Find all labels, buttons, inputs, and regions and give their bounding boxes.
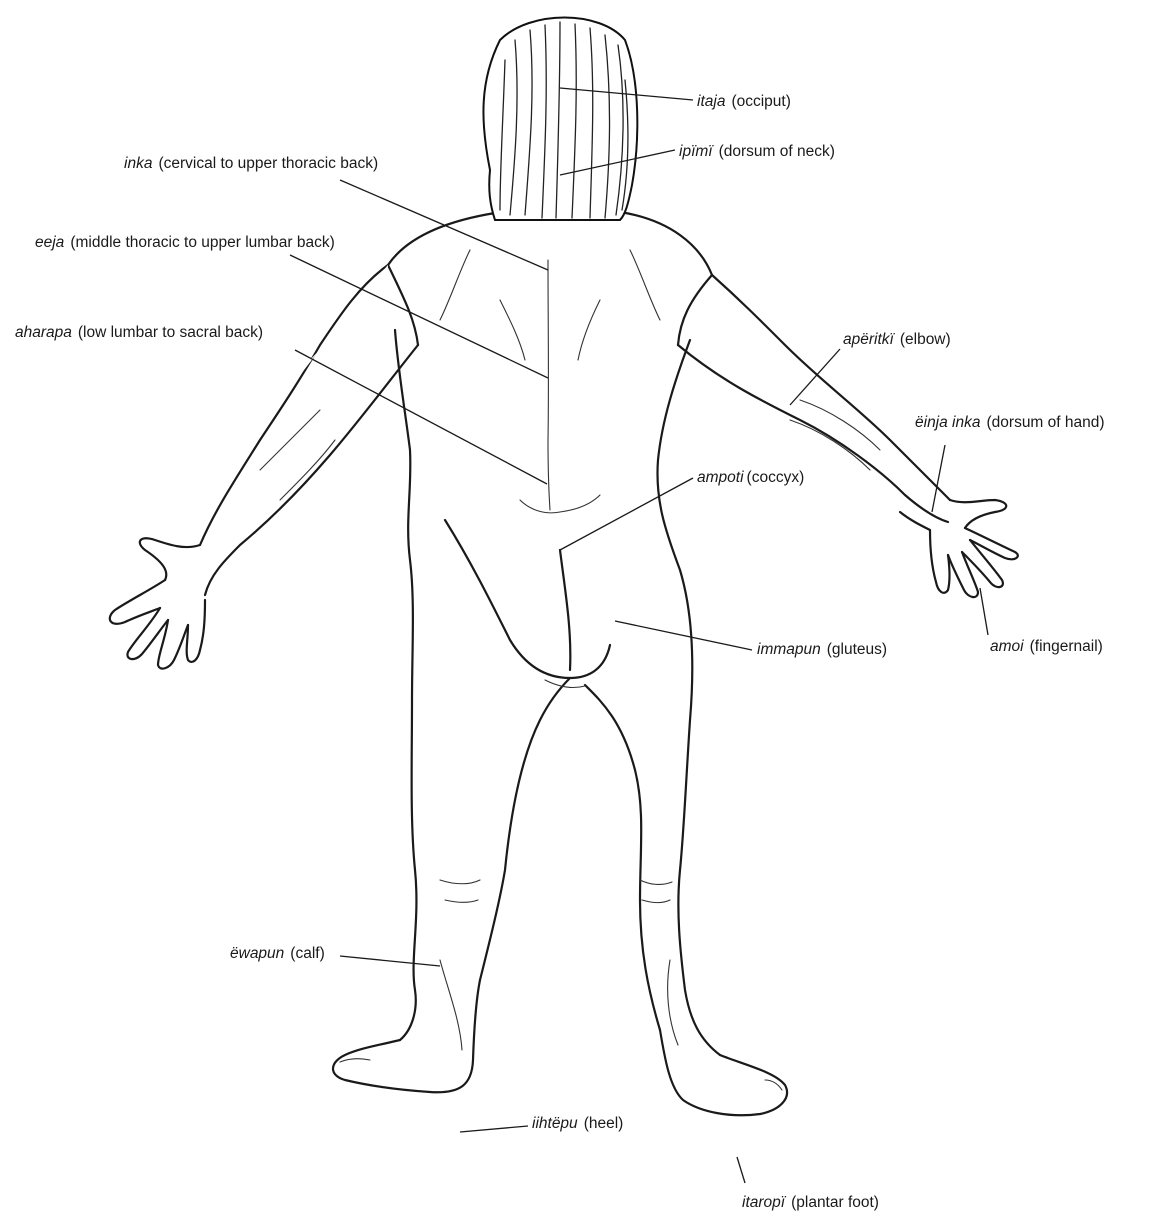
hair: [483, 18, 637, 221]
label-gloss: (gluteus): [827, 641, 887, 658]
label-gloss: (low lumbar to sacral back): [78, 324, 263, 341]
leader-hand: [932, 445, 945, 512]
label-gloss: (occiput): [731, 93, 790, 110]
label-term: apëritkï: [843, 331, 894, 348]
label-hand: ëinja inka (dorsum of hand): [915, 414, 1105, 432]
label-term: iihtëpu: [532, 1115, 578, 1132]
label-occiput: itaja (occiput): [697, 93, 791, 111]
label-gloss: (heel): [584, 1115, 624, 1132]
label-low-back: aharapa (low lumbar to sacral back): [15, 324, 263, 342]
label-term: immapun: [757, 641, 821, 658]
label-term: ampoti: [697, 469, 744, 486]
label-coccyx: ampoti(coccyx): [697, 469, 804, 487]
label-calf: ëwapun (calf): [230, 945, 325, 963]
label-gloss: (calf): [290, 945, 324, 962]
label-gloss: (plantar foot): [791, 1194, 879, 1211]
label-heel: iihtëpu (heel): [532, 1115, 623, 1133]
label-term: itaja: [697, 93, 725, 110]
label-term: aharapa: [15, 324, 72, 341]
label-upper-back: inka (cervical to upper thoracic back): [124, 155, 378, 173]
leader-plantar: [737, 1157, 745, 1183]
label-term: inka: [124, 155, 152, 172]
label-fingernail: amoi (fingernail): [990, 638, 1103, 656]
label-gloss: (coccyx): [747, 469, 805, 486]
label-gluteus: immapun (gluteus): [757, 641, 887, 659]
label-gloss: (middle thoracic to upper lumbar back): [70, 234, 334, 251]
label-gloss: (dorsum of neck): [719, 143, 835, 160]
label-plantar: itaropï (plantar foot): [742, 1194, 879, 1212]
label-gloss: (dorsum of hand): [987, 414, 1105, 431]
label-term: itaropï: [742, 1194, 785, 1211]
label-elbow: apëritkï (elbow): [843, 331, 951, 349]
label-term: eeja: [35, 234, 64, 251]
label-term: ipïmï: [679, 143, 713, 160]
leader-fingernail: [980, 588, 988, 635]
label-neck: ipïmï (dorsum of neck): [679, 143, 835, 161]
label-gloss: (elbow): [900, 331, 951, 348]
label-term: ëinja inka: [915, 414, 981, 431]
label-mid-back: eeja (middle thoracic to upper lumbar bac…: [35, 234, 335, 252]
label-gloss: (fingernail): [1030, 638, 1103, 655]
body-outline: [200, 212, 950, 1115]
label-term: ëwapun: [230, 945, 284, 962]
label-term: amoi: [990, 638, 1024, 655]
leader-heel: [460, 1126, 528, 1132]
label-gloss: (cervical to upper thoracic back): [158, 155, 378, 172]
